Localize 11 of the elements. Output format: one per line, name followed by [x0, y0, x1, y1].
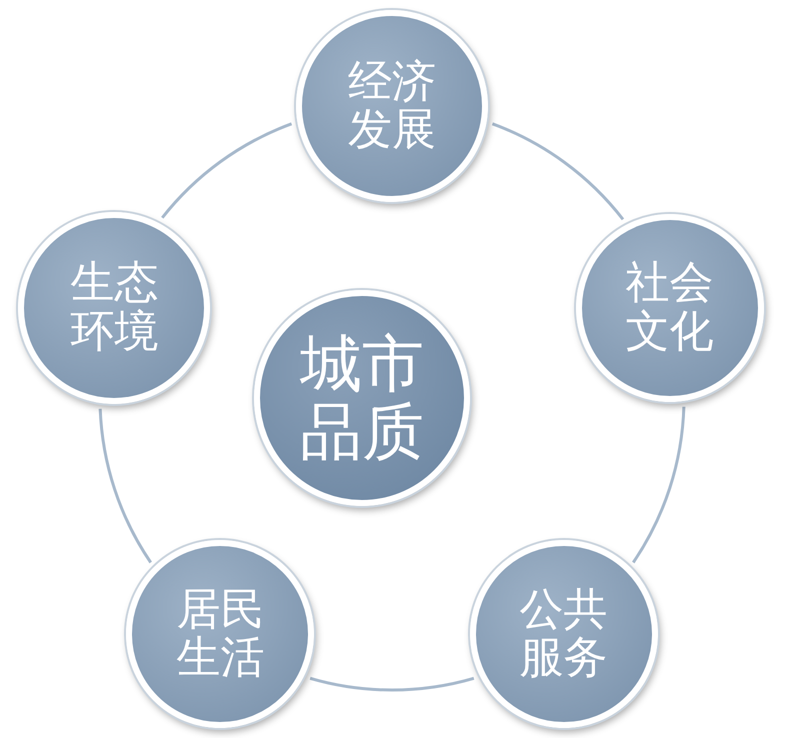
node-label: 经济发展	[348, 58, 436, 154]
node-label: 城市品质	[300, 330, 424, 466]
ring-connector	[492, 122, 624, 220]
ring-connector	[632, 406, 686, 564]
node-label: 生态环境	[70, 259, 158, 356]
node-label: 社会文化	[626, 259, 714, 356]
ring-connector	[98, 408, 152, 564]
node-label: 公共服务	[520, 586, 608, 683]
node-label: 居民生活	[176, 586, 264, 683]
ring-connector	[310, 676, 474, 692]
ring-connector	[161, 122, 292, 219]
